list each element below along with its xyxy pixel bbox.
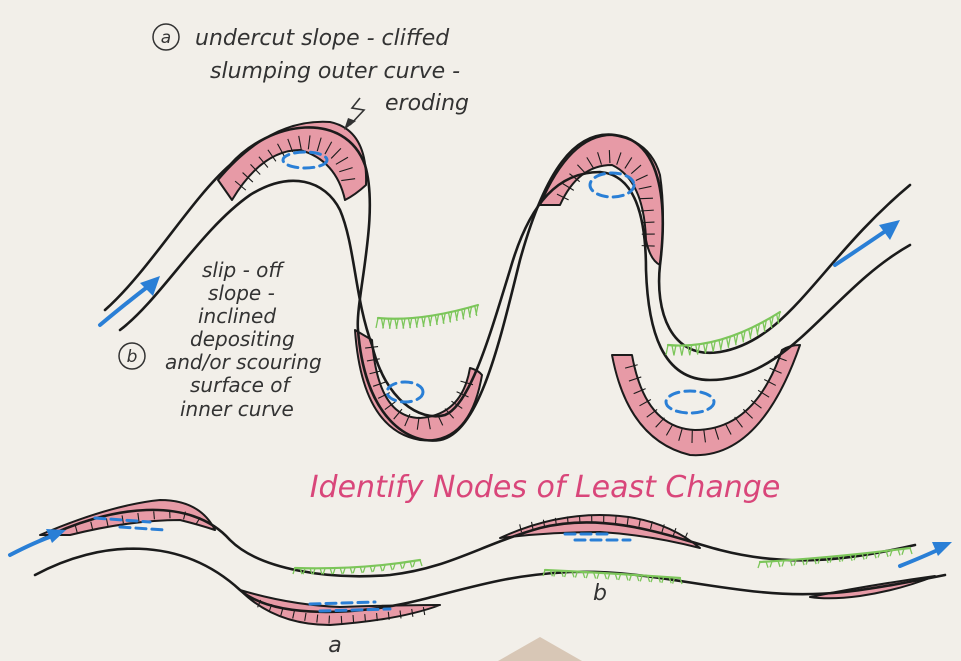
lower-channel (35, 510, 945, 612)
point-b-label: b (593, 581, 607, 606)
slipoff-line-7: inner curve (180, 397, 294, 421)
upper-hatching (235, 135, 787, 443)
undercut-line-3: eroding (385, 91, 469, 116)
undercut-line-1: undercut slope - cliffed (195, 26, 450, 51)
undercut-marker: a (161, 28, 171, 48)
grass-tick (758, 562, 760, 568)
hatch-line (341, 616, 342, 624)
grass-tick (396, 319, 398, 329)
hatch-line (154, 511, 155, 519)
flow-arrow-lower-in (10, 535, 55, 555)
grass-tick (437, 314, 439, 324)
hatch-line (365, 614, 366, 622)
grass-tick (666, 345, 668, 355)
grass-second-slipoff (668, 312, 780, 346)
grass-tick (403, 318, 405, 328)
grass-tick (420, 560, 422, 566)
pool-second-trough (666, 391, 714, 413)
hatch-line (353, 615, 354, 623)
upper-deposition-grass (376, 305, 780, 356)
grass-tick (430, 316, 432, 326)
grass-tick (705, 343, 707, 353)
slipoff-line-3: inclined (198, 304, 276, 328)
undercut-callout (344, 98, 364, 130)
flow-arrowhead-lower-out (932, 542, 952, 556)
flow-arrowhead-upper-out (879, 220, 900, 240)
lower-deposition-grass (293, 548, 912, 584)
lower-erosion-bands (40, 500, 935, 625)
grass-tick (674, 346, 676, 356)
slipoff-line-1: slip - off (202, 258, 285, 282)
flow-arrow-lower-out (900, 548, 942, 566)
undercut-line-2: slumping outer curve - (210, 59, 460, 84)
grass-tick (910, 548, 912, 554)
hatch-line (377, 613, 378, 621)
undercut-annotation: a undercut slope - cliffed slumping oute… (153, 24, 469, 116)
grass-tick (682, 346, 684, 356)
slipoff-line-2: slope - (208, 281, 275, 305)
hatch-line (641, 222, 654, 223)
grass-tick (443, 313, 445, 323)
hatch-line (640, 198, 653, 199)
play-triangle-icon[interactable] (498, 637, 582, 661)
slipoff-line-4: depositing (190, 327, 295, 351)
slipoff-marker: b (127, 347, 138, 367)
hatch-line (609, 150, 610, 163)
slipoff-line-5: and/or scouring (165, 350, 322, 374)
grass-tick (416, 317, 418, 327)
erosion-band-lower-left (40, 500, 215, 535)
grass-tick (423, 317, 425, 327)
point-a-label: a (328, 633, 341, 658)
pool-lower-b (565, 534, 630, 540)
erosion-band-first-crest (218, 122, 366, 200)
grass-tick (410, 318, 412, 328)
hatch-line (615, 516, 616, 524)
flow-arrow-upper-out (835, 228, 890, 265)
heading: Identify Nodes of Least Change (310, 470, 781, 505)
slipoff-line-6: surface of (190, 373, 293, 397)
grass-tick (376, 318, 378, 328)
